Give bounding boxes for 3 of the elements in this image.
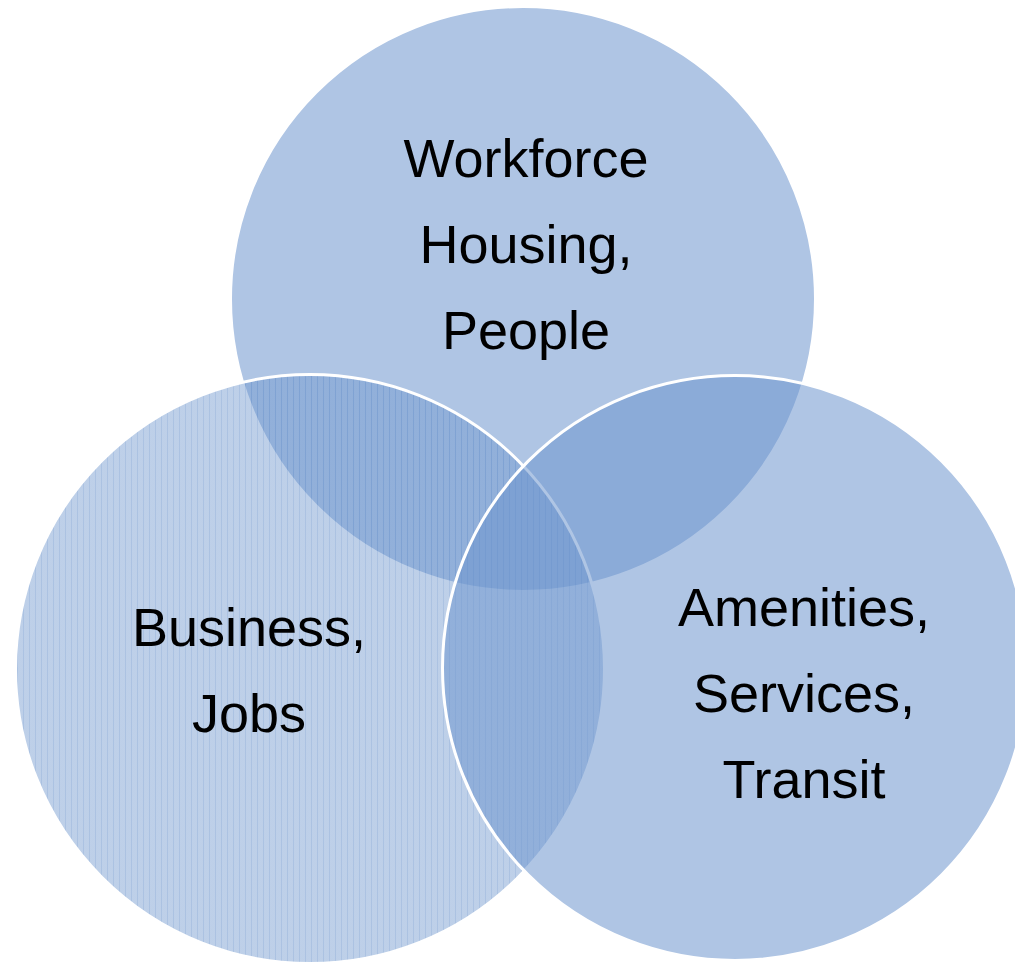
circle-label: Workforce Housing, People xyxy=(402,127,650,362)
circle-label: Amenities, Services, Transit xyxy=(676,576,932,811)
circle-label: Business, Jobs xyxy=(130,596,368,745)
